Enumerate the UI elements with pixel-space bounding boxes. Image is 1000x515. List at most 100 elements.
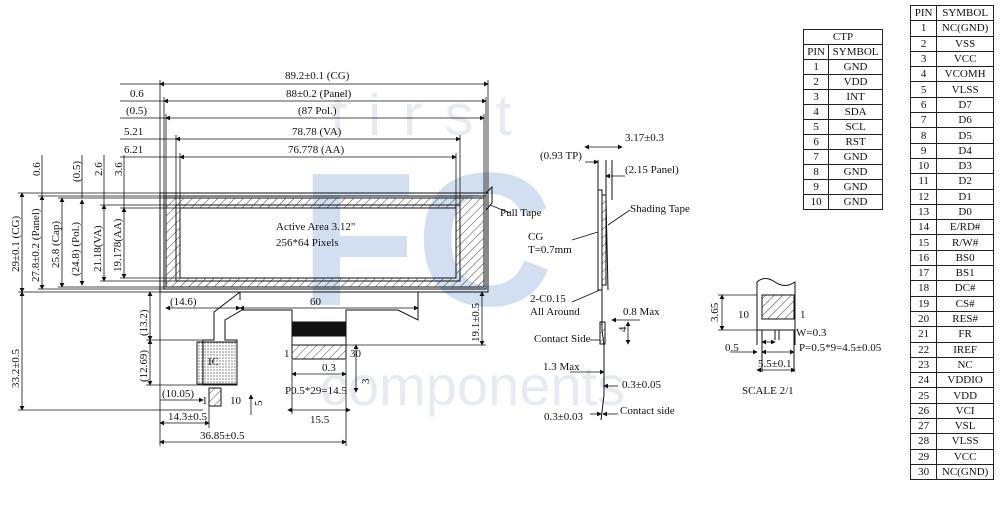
front-view-dimensions bbox=[18, 80, 489, 446]
ic-block bbox=[196, 341, 238, 385]
side-cover-glass bbox=[597, 189, 603, 291]
side-view-labels: 3.17±0.3 (0.93 TP) (2.15 Panel) Pull Tap… bbox=[500, 132, 690, 423]
dim-pol-width: (87 Pol.) bbox=[298, 105, 337, 117]
main-table-symbol-cell: CS# bbox=[936, 295, 994, 312]
main-table-symbol-cell: IREF bbox=[936, 341, 994, 358]
cover-glass-outline bbox=[159, 192, 489, 293]
main-table-pin-cell: 15 bbox=[909, 234, 938, 251]
ctp-pin-1: 1 bbox=[202, 395, 208, 407]
main-table-symbol-cell: VDD bbox=[936, 387, 994, 404]
main-table-pin-cell: 28 bbox=[909, 433, 938, 450]
dim-left-0-5: (0.5) bbox=[71, 161, 83, 182]
connector-detail bbox=[756, 278, 796, 372]
dim-offset-5-21: 5.21 bbox=[124, 126, 143, 138]
active-area-outline bbox=[179, 207, 457, 279]
main-table-pin-cell: 6 bbox=[909, 96, 938, 114]
ctp-table-pin-cell: 4 bbox=[802, 104, 830, 120]
ctp-table-title: CTP bbox=[803, 29, 883, 45]
dim-fpc-pitch: P0.5*29=14.5 bbox=[285, 385, 347, 397]
dim-ctp-5: 5 bbox=[253, 400, 265, 406]
detail-pin-10: 10 bbox=[738, 309, 750, 321]
dim-cap-height: 25.8 (Cap) bbox=[50, 221, 62, 268]
main-table-pin-cell: 24 bbox=[909, 372, 938, 389]
ctp-table-pin-cell: 3 bbox=[802, 89, 830, 105]
shading-tape-label: Shading Tape bbox=[630, 203, 690, 215]
ctp-table-symbol-cell: RST bbox=[828, 134, 883, 150]
dim-va-width: 78.78 (VA) bbox=[292, 126, 342, 138]
dim-offset-6-21: 6.21 bbox=[124, 144, 143, 156]
ctp-table-pin-cell: 9 bbox=[802, 179, 830, 195]
side-panel bbox=[601, 194, 607, 286]
ctp-table-symbol-cell: GND bbox=[828, 164, 883, 180]
fpc-gold-fingers bbox=[291, 344, 347, 360]
connector-detail-dimensions bbox=[718, 294, 796, 373]
ctp-table-pin-cell: 1 bbox=[802, 59, 830, 75]
dim-fpc-13-2: (13.2) bbox=[138, 309, 150, 336]
dim-fpc-14-6: (14.6) bbox=[170, 296, 197, 308]
dim-fpc-36-85: 36.85±0.5 bbox=[200, 430, 245, 442]
main-table-pin-cell: 30 bbox=[909, 463, 938, 481]
main-table-symbol-cell: D3 bbox=[936, 157, 994, 175]
cg-thickness: T=0.7mm bbox=[528, 244, 572, 256]
main-table-symbol-cell: VCOMH bbox=[936, 66, 994, 83]
active-area-pixels: 256*64 Pixels bbox=[276, 237, 339, 249]
connector-detail-labels: 3.65 10 1 W=0.3 P=0.5*9=4.5±0.05 0.5 5.5… bbox=[709, 302, 882, 397]
ic-label: IC bbox=[208, 356, 219, 368]
dim-fpc-12-69: (12.69) bbox=[138, 350, 150, 382]
dim-left-3-6: 3.6 bbox=[113, 162, 125, 176]
main-table-symbol-cell: D6 bbox=[936, 112, 994, 129]
dim-thickness-total: 3.17±0.3 bbox=[625, 132, 665, 144]
dim-va-height: 21.18(VA) bbox=[92, 225, 104, 272]
dim-left-0-6: 0.6 bbox=[31, 162, 43, 176]
dim-0-5: 0.5 bbox=[725, 342, 739, 354]
main-table-symbol-cell: VCC bbox=[936, 50, 994, 68]
ctp-table-pin-cell: 8 bbox=[802, 164, 830, 180]
main-header-pin: PIN bbox=[909, 4, 938, 22]
dim-0-8-max: 0.8 Max bbox=[623, 306, 660, 318]
ctp-header-pin: PIN bbox=[802, 44, 830, 60]
main-table-symbol-cell: NC bbox=[936, 356, 994, 374]
main-table-symbol-cell: VDDIO bbox=[936, 372, 994, 389]
main-table-pin-cell: 3 bbox=[909, 50, 938, 68]
dim-w: W=0.3 bbox=[796, 327, 827, 339]
main-table-symbol-cell: NC(GND) bbox=[936, 463, 994, 481]
ctp-table-pin-cell: 6 bbox=[802, 134, 830, 150]
main-table-symbol-cell: D0 bbox=[936, 203, 994, 221]
main-table-symbol-cell: VLSS bbox=[936, 81, 994, 98]
main-table-symbol-cell: D5 bbox=[936, 127, 994, 144]
main-table-symbol-cell: R/W# bbox=[936, 234, 994, 251]
dim-fpc-0-3: 0.3 bbox=[322, 362, 336, 374]
main-table-pin-cell: 16 bbox=[909, 249, 938, 267]
dim-fpc-15-5: 15.5 bbox=[310, 414, 330, 426]
main-table-symbol-cell: D2 bbox=[936, 173, 994, 190]
main-table-pin-cell: 4 bbox=[909, 66, 938, 83]
ctp-table-header-row: PIN SYMBOL bbox=[802, 44, 883, 60]
main-table-pin-cell: 17 bbox=[909, 265, 938, 282]
detail-gold-fingers bbox=[761, 294, 795, 320]
dim-1-3-max: 1.3 Max bbox=[543, 361, 580, 373]
main-table-pin-cell: 25 bbox=[909, 387, 938, 404]
main-table-pin-cell: 7 bbox=[909, 112, 938, 129]
